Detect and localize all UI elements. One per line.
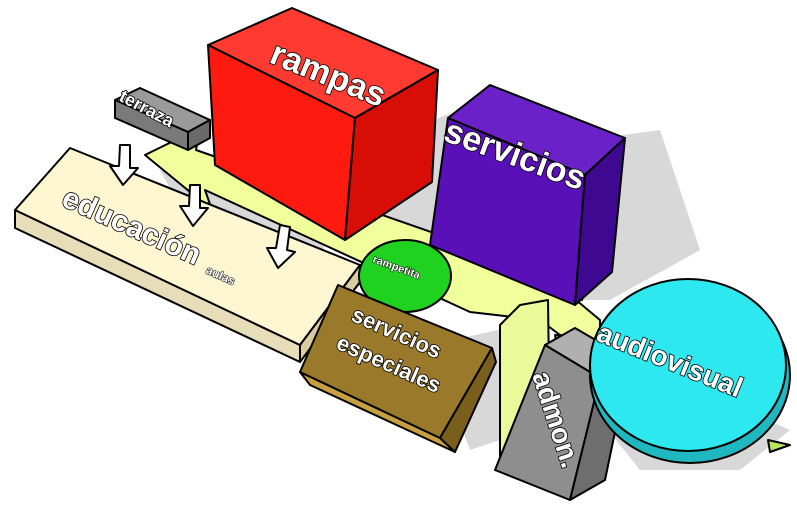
terraza-block: terraza xyxy=(114,85,211,151)
audiovisual-block: audiovisual xyxy=(589,278,791,464)
entry-arrows xyxy=(109,144,296,269)
educacion-block: educación aulas xyxy=(14,147,361,363)
rampas-block: rampas xyxy=(207,7,439,241)
servicios-block: servicios xyxy=(429,84,626,306)
servicios-especiales-block: servicios especiales xyxy=(299,284,497,453)
rampetita-block: rampetita xyxy=(358,239,452,313)
